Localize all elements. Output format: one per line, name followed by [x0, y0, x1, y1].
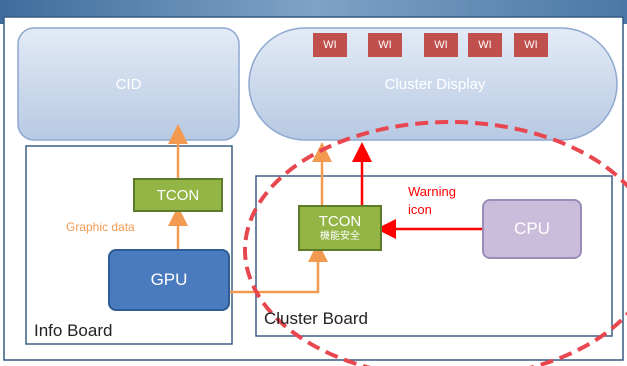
- cluster-tcon-sublabel: 機能安全: [320, 230, 360, 242]
- cluster-tcon-box: TCON 機能安全: [298, 205, 382, 251]
- warning-label-line1: Warning: [408, 184, 456, 199]
- warning-icon-5: WI: [514, 33, 548, 57]
- cluster-tcon-label: TCON: [318, 213, 362, 231]
- cpu-box: CPU: [482, 199, 582, 259]
- info-board-frame: [25, 145, 233, 345]
- cluster-board-label: Cluster Board: [264, 309, 368, 328]
- warning-icon-3: WI: [424, 33, 458, 57]
- cluster-display-label: Cluster Display: [384, 76, 486, 93]
- warning-icon-1: WI: [313, 33, 347, 57]
- cid-label: CID: [115, 76, 142, 93]
- graphic-data-label: Graphic data: [66, 220, 135, 234]
- gpu-to-cluster-tcon-arrow: [230, 242, 328, 294]
- warning-icon-4: WI: [468, 33, 502, 57]
- gpu-box: GPU: [108, 249, 230, 311]
- cid-shape: [17, 27, 240, 141]
- warning-icon-2: WI: [368, 33, 402, 57]
- functional-safety-ellipse: [243, 120, 627, 366]
- info-board-label: Info Board: [34, 321, 113, 340]
- warning-label-line2: icon: [408, 202, 432, 217]
- cluster-board-frame: [255, 175, 613, 337]
- info-tcon-box: TCON: [133, 178, 223, 212]
